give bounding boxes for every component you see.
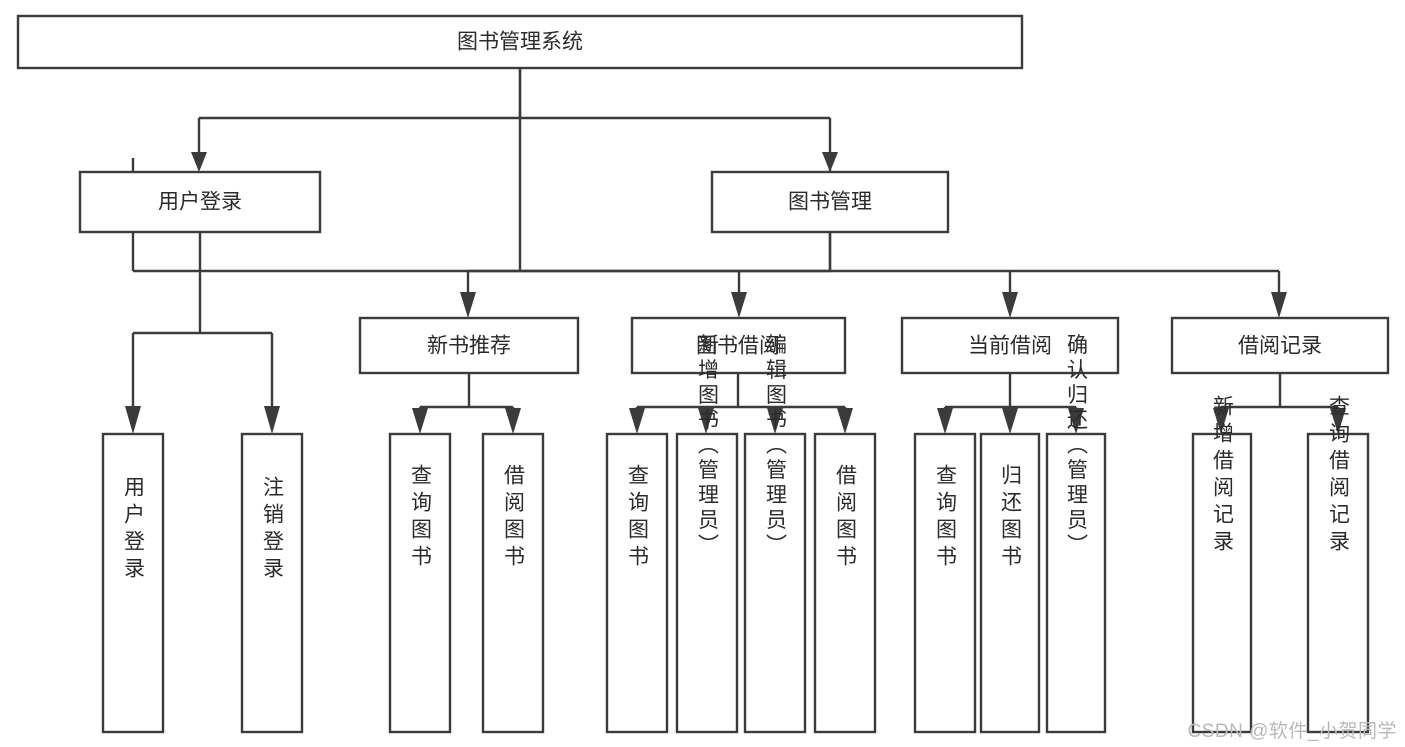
node-new-book-recommend[interactable]: 新书推荐 <box>358 316 580 375</box>
leaf-confirm-return[interactable]: 确认归还（管理员） <box>1045 334 1107 734</box>
leaf-borrow-book-recommend[interactable]: 借阅图书 <box>481 432 545 734</box>
leaf-return-book[interactable]: 归还图书 <box>979 432 1041 734</box>
leaf-query-book-current[interactable]: 查询图书 <box>913 432 977 734</box>
arrow-to-leaf-confirm-return <box>1068 408 1084 434</box>
arrow-to-leaf-query-book-1 <box>412 408 428 434</box>
connector-root-to-level2 <box>131 68 832 273</box>
arrow-to-book-borrow <box>731 292 747 318</box>
node-root-label: 图书管理系统 <box>457 31 583 54</box>
node-book-borrow-label: 图书借阅 <box>696 335 780 358</box>
leaf-query-borrow-record-label: 查询借阅记录 <box>1327 395 1351 557</box>
leaf-add-book[interactable]: 新增图书（管理员） <box>675 334 739 734</box>
arrow-to-leaf-query-book-3 <box>937 408 953 434</box>
leaf-query-book-borrow-label: 查询图书 <box>626 464 650 572</box>
leaf-query-book-current-label: 查询图书 <box>934 464 958 572</box>
connector-user-login-to-leaves <box>125 232 280 434</box>
leaf-query-book-borrow[interactable]: 查询图书 <box>605 432 669 734</box>
node-borrow-records-label: 借阅记录 <box>1238 335 1322 358</box>
leaf-query-borrow-record[interactable]: 查询借阅记录 <box>1306 395 1370 734</box>
node-root[interactable]: 图书管理系统 <box>16 14 1024 70</box>
arrow-to-leaf-borrow-book-1 <box>505 408 521 434</box>
leaf-edit-book-label: 编辑图书（管理员） <box>764 334 788 559</box>
leaf-query-book-recommend-label: 查询图书 <box>409 464 433 572</box>
arrow-to-leaf-add-book <box>698 408 714 434</box>
arrow-to-book-manage <box>822 152 838 172</box>
node-current-borrow[interactable]: 当前借阅 <box>900 316 1120 375</box>
leaf-borrow-book-borrow[interactable]: 借阅图书 <box>813 432 877 734</box>
node-new-book-recommend-label: 新书推荐 <box>427 335 511 358</box>
leaf-user-login[interactable]: 用户登录 <box>101 432 165 734</box>
connector-new-book-to-leaves <box>412 373 521 434</box>
node-current-borrow-label: 当前借阅 <box>968 335 1052 358</box>
leaf-add-borrow-record[interactable]: 新增借阅记录 <box>1191 395 1253 734</box>
leaf-borrow-book-recommend-label: 借阅图书 <box>502 464 526 572</box>
arrow-to-leaf-borrow-book-2 <box>837 408 853 434</box>
connector-root-structure <box>191 68 838 172</box>
connector-borrow-records-to-leaves <box>1213 373 1346 434</box>
node-book-management-label: 图书管理 <box>788 191 872 214</box>
leaf-borrow-book-borrow-label: 借阅图书 <box>834 464 858 572</box>
connector-book-management-to-level3 <box>460 232 1287 318</box>
arrow-to-leaf-query-book-2 <box>629 408 645 434</box>
connector-book-borrow-to-leaves <box>629 373 853 434</box>
arrow-to-user-login <box>191 152 207 172</box>
node-book-management[interactable]: 图书管理 <box>710 170 950 234</box>
leaf-edit-book[interactable]: 编辑图书（管理员） <box>743 334 807 734</box>
leaf-logout-label: 注销登录 <box>261 476 285 584</box>
csdn-watermark: CSDN @软件_小贺同学 <box>1187 721 1397 742</box>
arrow-to-leaf-edit-book <box>767 408 783 434</box>
node-user-login[interactable]: 用户登录 <box>78 170 322 234</box>
leaf-return-book-label: 归还图书 <box>999 464 1023 572</box>
arrow-to-leaf-user-login <box>125 406 141 434</box>
arrow-to-new-book-recommend <box>460 292 476 318</box>
arrow-to-leaf-return-book <box>1002 408 1018 434</box>
node-user-login-label: 用户登录 <box>158 191 242 214</box>
leaf-confirm-return-label: 确认归还（管理员） <box>1065 334 1089 559</box>
node-book-borrow[interactable]: 图书借阅 <box>630 316 847 375</box>
leaf-query-book-recommend[interactable]: 查询图书 <box>388 432 452 734</box>
arrow-to-leaf-query-record <box>1330 408 1346 434</box>
leaf-add-borrow-record-label: 新增借阅记录 <box>1211 395 1235 557</box>
arrow-to-borrow-records <box>1271 292 1287 318</box>
leaf-user-login-label: 用户登录 <box>122 476 146 584</box>
arrow-to-leaf-logout <box>264 406 280 434</box>
connector-current-borrow-to-leaves <box>937 373 1084 434</box>
leaf-logout[interactable]: 注销登录 <box>240 432 304 734</box>
arrow-to-current-borrow <box>1002 292 1018 318</box>
leaf-add-book-label: 新增图书（管理员） <box>696 334 720 559</box>
arrow-to-leaf-add-record <box>1213 408 1229 434</box>
node-borrow-records[interactable]: 借阅记录 <box>1170 316 1390 375</box>
